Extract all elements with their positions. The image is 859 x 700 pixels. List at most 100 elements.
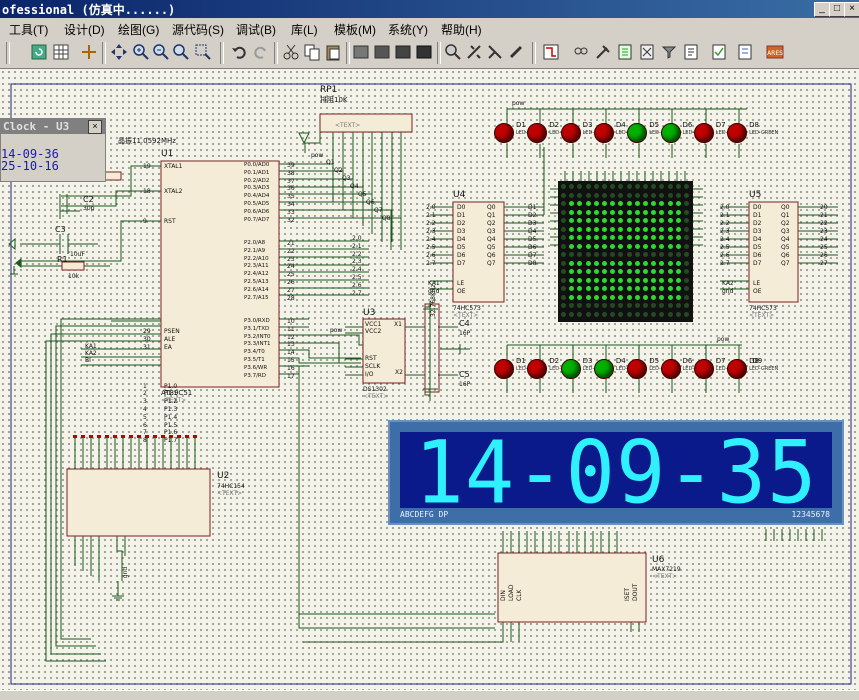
- top-led[interactable]: [494, 123, 514, 143]
- u3-body[interactable]: [362, 318, 406, 384]
- bottom-led[interactable]: [560, 359, 581, 379]
- make-device-icon[interactable]: [465, 43, 483, 61]
- zoom-in-icon[interactable]: [132, 43, 150, 61]
- menu-tools[interactable]: 工具(T): [9, 23, 49, 37]
- clock-popup-titlebar[interactable]: Clock - U3 ×: [1, 119, 105, 134]
- rp1-body[interactable]: [319, 113, 413, 133]
- bottom-led[interactable]: [693, 359, 714, 379]
- bottom-led[interactable]: [527, 359, 548, 379]
- property-tool-icon[interactable]: [594, 43, 612, 61]
- matrix-dot: [569, 294, 575, 300]
- ka-net-label: BI: [85, 357, 91, 364]
- u5-body[interactable]: [748, 201, 799, 303]
- menu-source[interactable]: 源代码(S): [172, 23, 224, 37]
- wire-autorouter-icon[interactable]: [542, 43, 560, 61]
- netlist-icon[interactable]: [736, 43, 754, 61]
- matrix-dot: [561, 184, 566, 189]
- clock-popup[interactable]: Clock - U3 × 14-09-36 25-10-16: [0, 118, 106, 182]
- minimize-button[interactable]: _: [814, 2, 830, 17]
- bottom-led[interactable]: [727, 359, 748, 379]
- package-tool-icon[interactable]: [486, 43, 504, 61]
- menu-system[interactable]: 系统(Y): [388, 23, 428, 37]
- matrix-dot: [684, 218, 689, 223]
- origin-icon[interactable]: [80, 43, 98, 61]
- status-bar: [0, 690, 859, 700]
- menu-library[interactable]: 库(L): [291, 23, 318, 37]
- menu-graph[interactable]: 绘图(G): [118, 23, 160, 37]
- ares-icon[interactable]: ARES: [766, 43, 784, 61]
- top-led[interactable]: [527, 123, 548, 143]
- menu-design[interactable]: 设计(D): [64, 23, 105, 37]
- cut-icon[interactable]: [282, 43, 300, 61]
- matrix-dot: [667, 269, 673, 274]
- undo-icon[interactable]: [230, 43, 248, 61]
- paste-icon[interactable]: [324, 43, 342, 61]
- u4-net-out: D5: [528, 236, 537, 243]
- matrix-dot: [634, 252, 640, 257]
- zoom-out-icon[interactable]: [152, 43, 170, 61]
- search-tag-icon[interactable]: [572, 43, 590, 61]
- zoom-all-icon[interactable]: [172, 43, 190, 61]
- u2-body[interactable]: [66, 468, 211, 537]
- u6-body[interactable]: [497, 552, 647, 623]
- matrix-dot: [634, 226, 640, 232]
- top-led[interactable]: [627, 123, 648, 143]
- matrix-dot: [643, 294, 648, 300]
- led-matrix[interactable]: [558, 181, 693, 322]
- u1-body[interactable]: [160, 160, 280, 388]
- top-led[interactable]: [560, 123, 581, 143]
- top-led[interactable]: [593, 123, 614, 143]
- menu-help[interactable]: 帮助(H): [441, 23, 482, 37]
- matrix-dot: [634, 286, 640, 291]
- bottom-led[interactable]: [593, 359, 614, 379]
- zoom-child-icon[interactable]: [660, 43, 678, 61]
- menu-template[interactable]: 模板(M): [334, 23, 376, 37]
- top-led[interactable]: [693, 123, 714, 143]
- u1-pin-name: P0.2/AD2: [244, 177, 270, 184]
- matrix-dot: [626, 243, 632, 249]
- zoom-area-icon[interactable]: [194, 43, 212, 61]
- new-sheet-icon[interactable]: [616, 43, 634, 61]
- erc-icon[interactable]: [710, 43, 728, 61]
- block-rotate-icon[interactable]: [394, 43, 412, 61]
- seven-segment-display[interactable]: 14-09-35 ABCDEFG DP 12345678: [388, 420, 844, 525]
- redo-icon[interactable]: [252, 43, 270, 61]
- remove-sheet-icon[interactable]: [638, 43, 656, 61]
- crystal-body[interactable]: [424, 303, 440, 393]
- u1-text: <TEXT>: [161, 397, 187, 404]
- decompose-icon[interactable]: [507, 43, 525, 61]
- block-move-icon[interactable]: [373, 43, 391, 61]
- bottom-led[interactable]: [494, 359, 514, 379]
- matrix-dot: [659, 201, 665, 206]
- refresh-icon[interactable]: [30, 43, 48, 61]
- r1-body[interactable]: [61, 261, 85, 271]
- u4-net-in: 2.1: [426, 212, 436, 219]
- c4-value: 16P: [459, 330, 471, 337]
- u1-ref: U1: [161, 149, 174, 159]
- bom-icon[interactable]: [682, 43, 700, 61]
- bottom-led[interactable]: [627, 359, 648, 379]
- close-button[interactable]: ×: [844, 2, 859, 17]
- clock-popup-close-button[interactable]: ×: [88, 120, 102, 134]
- menu-debug[interactable]: 调试(B): [236, 23, 276, 37]
- matrix-dot: [675, 235, 681, 240]
- u4-body[interactable]: [452, 201, 505, 303]
- u1-pin-number: 37: [287, 177, 295, 185]
- pan-icon[interactable]: [110, 43, 128, 61]
- bottom-led[interactable]: [660, 359, 681, 379]
- matrix-dot: [684, 243, 689, 249]
- top-led[interactable]: [660, 123, 681, 143]
- top-led[interactable]: [727, 123, 748, 143]
- schematic-canvas[interactable]: RP1 排阻10K <TEXT> 晶振11.0592MHz U1 AT89C51…: [0, 69, 859, 690]
- u4-net-in: 2.3: [426, 228, 436, 235]
- maximize-button[interactable]: □: [829, 2, 845, 17]
- block-copy-icon[interactable]: [352, 43, 370, 61]
- p2-net-label: 2.4: [352, 266, 362, 274]
- block-delete-icon[interactable]: [415, 43, 433, 61]
- copy-icon[interactable]: [303, 43, 321, 61]
- matrix-dot: [651, 235, 657, 240]
- grid-icon[interactable]: [52, 43, 70, 61]
- matrix-dot: [651, 286, 657, 291]
- u5-ctrl-net: gnd: [722, 288, 734, 295]
- pick-device-icon[interactable]: [444, 43, 462, 61]
